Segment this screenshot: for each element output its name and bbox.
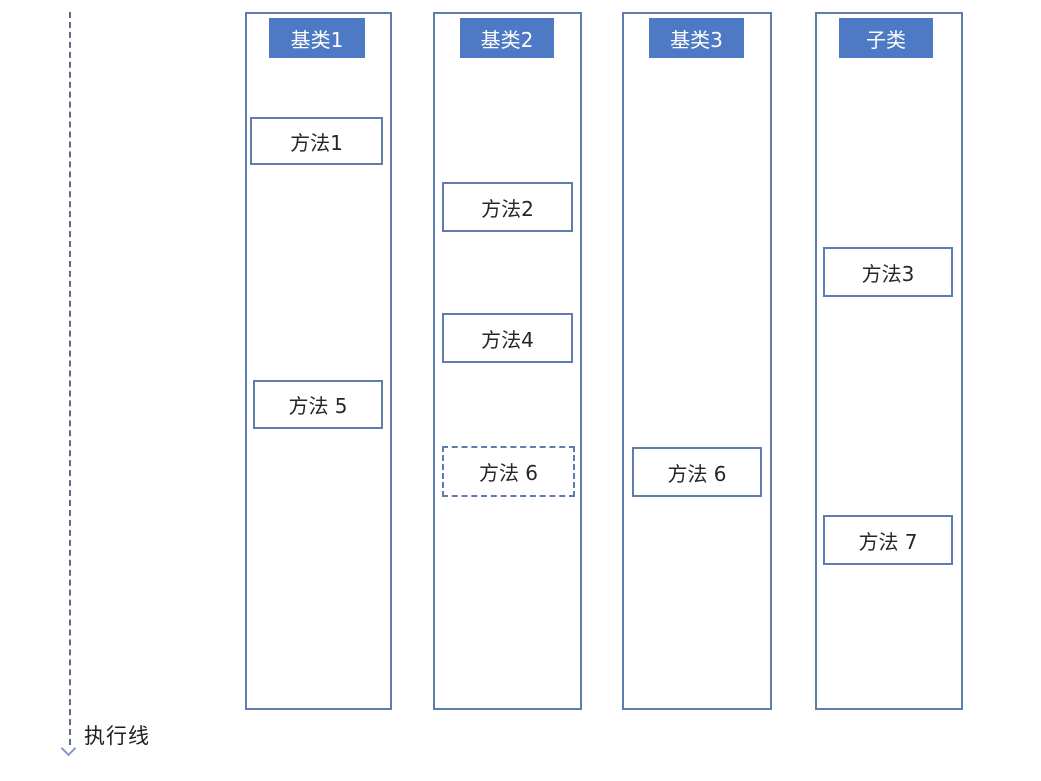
class-header-base3: 基类3 [649,18,744,58]
class-header-subclass: 子类 [839,18,933,58]
arrow-down-icon [60,740,77,757]
execution-line-label: 执行线 [84,724,150,748]
method-box-3: 方法3 [823,247,953,297]
method-box-4: 方法4 [442,313,573,363]
lifeline-column-base3 [622,12,772,710]
class-header-base1: 基类1 [269,18,365,58]
method-box-6-dashed: 方法 6 [442,446,575,497]
execution-dashed-line [69,12,71,745]
method-box-1: 方法1 [250,117,383,165]
class-header-base2: 基类2 [460,18,554,58]
method-box-6: 方法 6 [632,447,762,497]
method-box-2: 方法2 [442,182,573,232]
method-box-5: 方法 5 [253,380,383,429]
method-box-7: 方法 7 [823,515,953,565]
lifeline-column-subclass [815,12,963,710]
